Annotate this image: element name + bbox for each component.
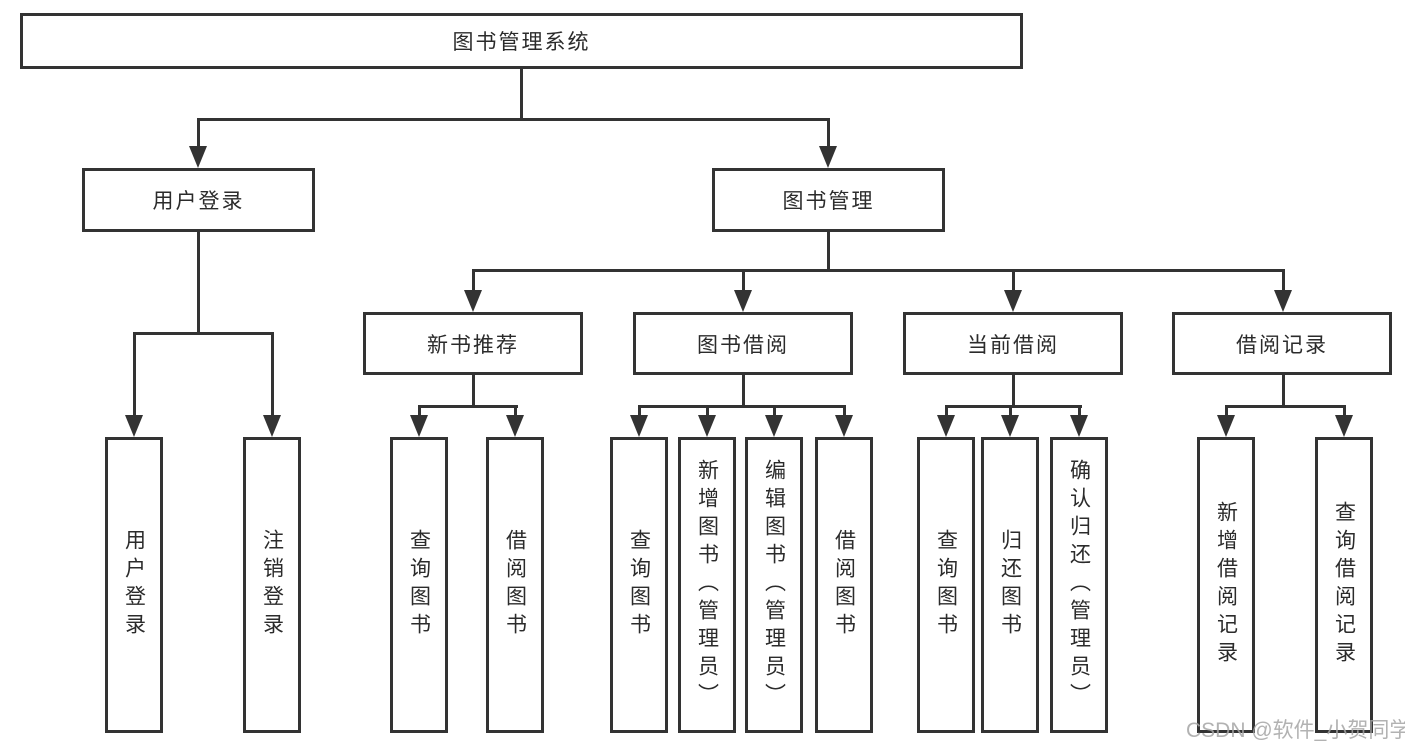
leaf-query-borrow-record: 查询借阅记录 (1315, 437, 1373, 733)
connector-current-bar (945, 405, 1082, 408)
connector-level2-bar (197, 118, 830, 121)
connector-root-trunk (520, 69, 523, 120)
connector-stem-leaf (1343, 405, 1346, 419)
connector-newbook-bar (418, 405, 518, 408)
connector-stem-leaf (706, 405, 709, 419)
node-root: 图书管理系统 (20, 13, 1023, 69)
arrowhead-down-icon (1274, 290, 1292, 312)
leaf-label: 查询图书 (407, 529, 431, 641)
leaf-add-borrow-record: 新增借阅记录 (1197, 437, 1255, 733)
arrowhead-down-icon (506, 415, 524, 437)
connector-level3-bar (472, 269, 1285, 272)
node-new-book-recommend-label: 新书推荐 (427, 333, 519, 357)
connector-borrow-bar (638, 405, 846, 408)
node-book-management: 图书管理 (712, 168, 945, 232)
connector-borrow-trunk (742, 375, 745, 408)
node-current-borrowing: 当前借阅 (903, 312, 1123, 375)
leaf-user-login: 用户登录 (105, 437, 163, 733)
connector-stem-leaf (1009, 405, 1012, 419)
leaf-query-book-current: 查询图书 (917, 437, 975, 733)
arrowhead-down-icon (1070, 415, 1088, 437)
connector-stem-leaf (843, 405, 846, 419)
connector-stem-user-login (197, 118, 200, 148)
connector-record-trunk (1282, 375, 1285, 408)
leaf-label: 查询图书 (627, 529, 651, 641)
connector-stem-book-mgmt (827, 118, 830, 148)
arrowhead-down-icon (1001, 415, 1019, 437)
connector-stem-section (1282, 269, 1285, 294)
leaf-label: 确认归还（管理员） (1067, 459, 1091, 711)
arrowhead-down-icon (698, 415, 716, 437)
connector-stem-section (472, 269, 475, 294)
arrowhead-down-icon (1217, 415, 1235, 437)
connector-stem-section (1012, 269, 1015, 294)
arrowhead-down-icon (835, 415, 853, 437)
leaf-label: 编辑图书（管理员） (762, 459, 786, 711)
connector-stem-leaf (945, 405, 948, 419)
leaf-logout: 注销登录 (243, 437, 301, 733)
leaf-label: 借阅图书 (832, 529, 856, 641)
leaf-label: 新增借阅记录 (1214, 501, 1238, 669)
node-user-login-label: 用户登录 (152, 190, 245, 213)
leaf-confirm-return-admin: 确认归还（管理员） (1050, 437, 1108, 733)
leaf-label: 注销登录 (260, 529, 284, 641)
arrowhead-down-icon (410, 415, 428, 437)
arrowhead-down-icon (937, 415, 955, 437)
arrowhead-down-icon (125, 415, 143, 437)
node-book-management-label: 图书管理 (782, 190, 875, 213)
leaf-label: 归还图书 (998, 529, 1022, 641)
connector-stem-leaf (271, 332, 274, 417)
leaf-borrow-book-recommend: 借阅图书 (486, 437, 544, 733)
leaf-label: 借阅图书 (503, 529, 527, 641)
connector-stem-leaf (773, 405, 776, 419)
connector-record-bar (1225, 405, 1346, 408)
connector-stem-leaf (133, 332, 136, 417)
arrowhead-down-icon (464, 290, 482, 312)
connector-stem-leaf (514, 405, 517, 419)
node-root-label: 图书管理系统 (452, 31, 591, 54)
leaf-query-book-recommend: 查询图书 (390, 437, 448, 733)
connector-newbook-trunk (472, 375, 475, 408)
connector-user-login-bar (133, 332, 274, 335)
arrowhead-down-icon (1335, 415, 1353, 437)
connector-stem-leaf (638, 405, 641, 419)
leaf-edit-book-admin: 编辑图书（管理员） (745, 437, 803, 733)
leaf-query-book-borrow: 查询图书 (610, 437, 668, 733)
node-book-borrowing-label: 图书借阅 (697, 333, 789, 357)
leaf-borrow-book: 借阅图书 (815, 437, 873, 733)
connector-stem-leaf (418, 405, 421, 419)
arrowhead-down-icon (765, 415, 783, 437)
arrowhead-down-icon (189, 146, 207, 168)
arrowhead-down-icon (1004, 290, 1022, 312)
csdn-watermark: CSDN @软件_小贺同学 (1186, 719, 1405, 742)
leaf-label: 查询图书 (934, 529, 958, 641)
connector-stem-leaf (1078, 405, 1081, 419)
node-borrow-records-label: 借阅记录 (1236, 333, 1328, 357)
connector-user-login-trunk (197, 232, 200, 334)
leaf-return-book: 归还图书 (981, 437, 1039, 733)
arrowhead-down-icon (263, 415, 281, 437)
node-current-borrowing-label: 当前借阅 (967, 333, 1059, 357)
node-book-borrowing: 图书借阅 (633, 312, 853, 375)
leaf-label: 查询借阅记录 (1332, 501, 1356, 669)
leaf-label: 新增图书（管理员） (695, 459, 719, 711)
node-borrow-records: 借阅记录 (1172, 312, 1392, 375)
leaf-add-book-admin: 新增图书（管理员） (678, 437, 736, 733)
arrowhead-down-icon (734, 290, 752, 312)
leaf-label: 用户登录 (122, 529, 146, 641)
arrowhead-down-icon (630, 415, 648, 437)
connector-current-trunk (1012, 375, 1015, 408)
connector-stem-leaf (1225, 405, 1228, 419)
connector-stem-section (742, 269, 745, 294)
node-new-book-recommend: 新书推荐 (363, 312, 583, 375)
connector-book-mgmt-trunk (827, 232, 830, 272)
node-user-login: 用户登录 (82, 168, 315, 232)
arrowhead-down-icon (819, 146, 837, 168)
